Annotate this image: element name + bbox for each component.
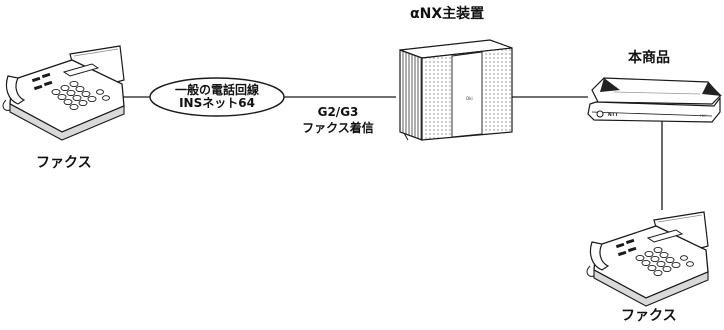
pbx-logo: Oki [466,96,473,101]
incoming-label-line1: G2/G3 [317,105,359,119]
fax-left-label: ファクス [36,155,92,171]
pbx-title: αNX主装置 [410,6,485,22]
fax-bottom [586,211,709,307]
network-label-line2: INSネット64 [179,96,255,110]
network-label-line1: 一般の電話回線 [174,83,259,97]
network-ellipse [149,77,285,117]
fax-bottom-label: ファクス [621,308,677,324]
product-model: FXP [700,114,707,118]
incoming-label-line2: ファクス着信 [302,121,374,135]
fax-left [2,45,125,141]
connection-lines [112,96,663,210]
product-unit: NTT FXP [587,77,722,123]
product-brand: NTT [608,112,619,118]
product-title: 本商品 [628,50,670,66]
pbx-unit: Oki [399,39,513,141]
